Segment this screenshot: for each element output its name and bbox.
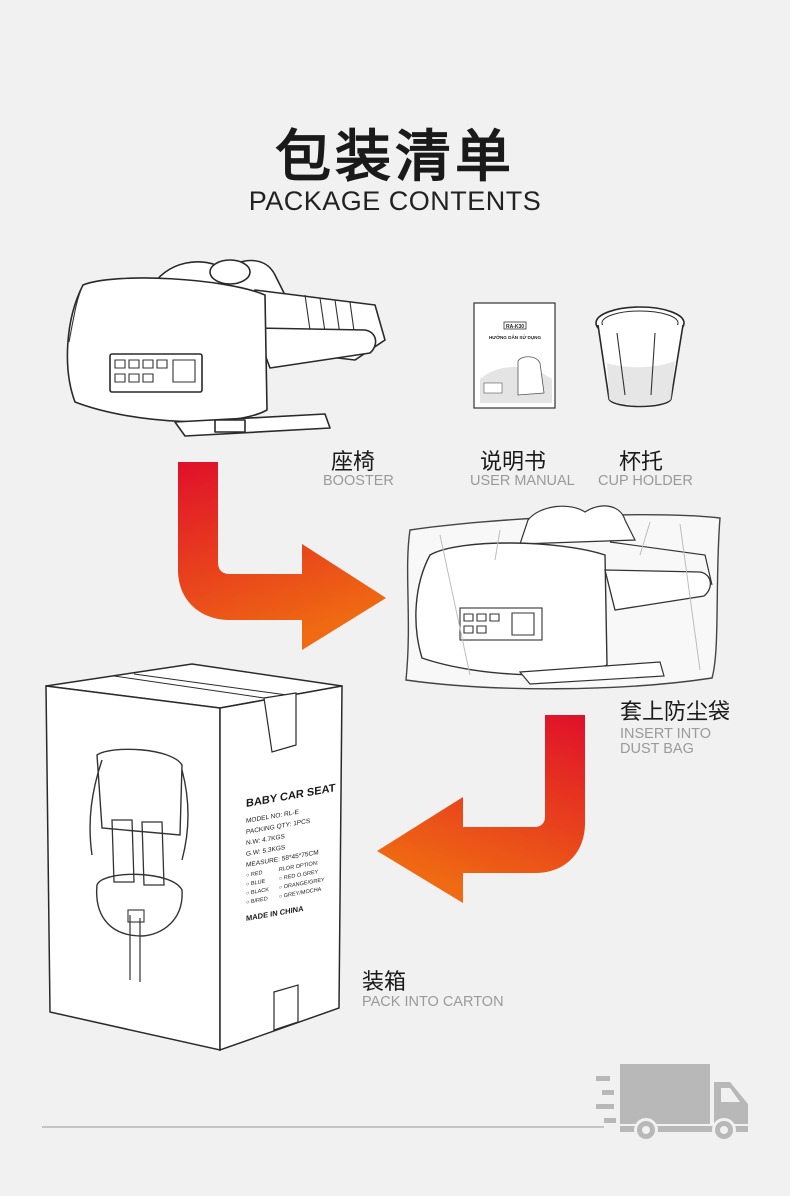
- arrow-left-icon: [377, 715, 585, 903]
- manual-label-cn: 说明书: [480, 450, 547, 475]
- page-title: 包装清单: [275, 125, 515, 190]
- bottom-divider: [42, 1126, 604, 1128]
- manual-subtitle: HƯỚNG DẪN SỬ DỤNG: [489, 333, 542, 340]
- dust-bag-label-en-1: INSERT INTO: [620, 726, 712, 742]
- booster-label-cn: 座椅: [331, 450, 376, 475]
- manual-label-en: USER MANUAL: [470, 473, 575, 489]
- cup-holder-label-cn: 杯托: [619, 450, 664, 475]
- carton-illustration: [45, 663, 343, 1052]
- booster-seat-illustration: [66, 259, 386, 437]
- cup-holder-illustration: [595, 306, 685, 408]
- user-manual-illustration: RA-K30 HƯỚNG DẪN SỬ DỤNG: [473, 302, 556, 409]
- page-subtitle: PACKAGE CONTENTS: [248, 186, 542, 216]
- carton-label: BABY CAR SEAT MODEL NO: RL-E PACKING QTY…: [246, 781, 344, 923]
- dust-bag-label-cn: 套上防尘袋: [620, 700, 731, 725]
- arrow-right-icon: [178, 462, 386, 650]
- cup-holder-label-en: CUP HOLDER: [598, 473, 693, 489]
- dust-bag-label-en-2: DUST BAG: [620, 741, 694, 757]
- manual-model: RA-K30: [506, 324, 524, 330]
- carton-label-cn: 装箱: [362, 970, 407, 995]
- dust-bag-illustration: [405, 505, 721, 690]
- booster-label-en: BOOSTER: [323, 473, 394, 489]
- delivery-truck-icon: [596, 1064, 748, 1142]
- carton-label-en: PACK INTO CARTON: [362, 994, 504, 1010]
